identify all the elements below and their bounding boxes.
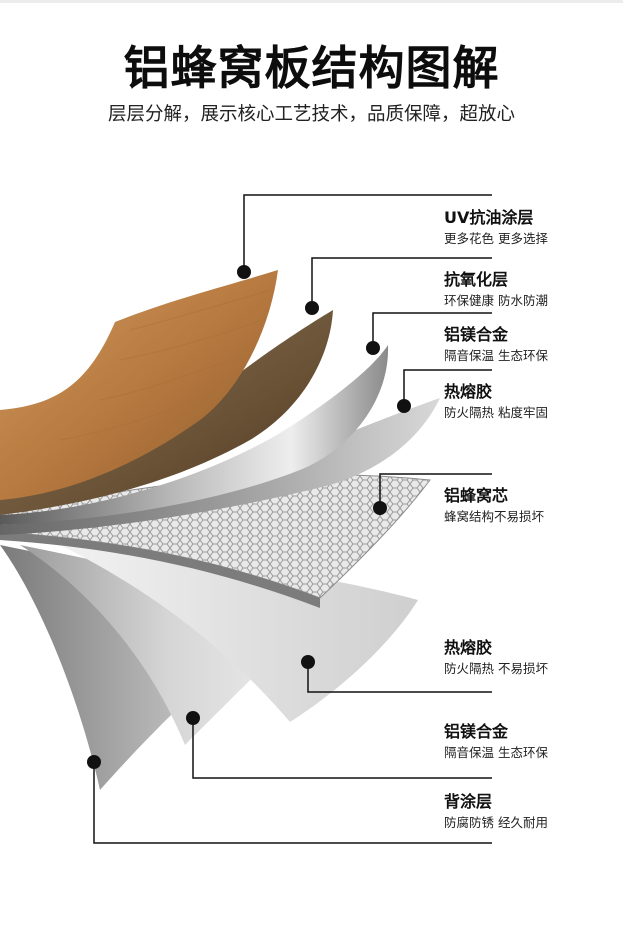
- lower-alloy-sheet: [20, 545, 320, 745]
- layer-desc: 防火隔热 不易损坏: [444, 661, 548, 676]
- label-uv-coating: UV抗油涂层 更多花色 更多选择: [444, 208, 548, 247]
- layer-name: UV抗油涂层: [444, 208, 534, 227]
- layer-name: 热熔胶: [444, 638, 493, 657]
- layer-desc: 防火隔热 粘度牢固: [444, 405, 548, 420]
- layer-name: 背涂层: [444, 792, 493, 811]
- layer-desc: 蜂窝结构不易损坏: [444, 509, 545, 524]
- layer-desc: 环保健康 防水防潮: [444, 293, 548, 308]
- layer-desc: 隔音保温 生态环保: [444, 348, 548, 363]
- callout-dot: [301, 655, 315, 669]
- label-hot-melt-bottom: 热熔胶 防火隔热 不易损坏: [444, 638, 548, 677]
- callout-dot: [186, 711, 200, 725]
- callout-dot: [237, 265, 251, 279]
- top-divider: [0, 0, 623, 3]
- layer-name: 铝镁合金: [444, 722, 509, 741]
- layer-desc: 隔音保温 生态环保: [444, 745, 548, 760]
- callout-dot: [366, 341, 380, 355]
- callout-dot: [373, 501, 387, 515]
- layer-desc: 防腐防锈 经久耐用: [444, 815, 548, 830]
- uv-wood-layer: [0, 270, 278, 500]
- layer-desc: 更多花色 更多选择: [444, 231, 548, 246]
- page-title: 铝蜂窝板结构图解: [123, 41, 500, 95]
- upper-alloy-sheet: [0, 345, 389, 525]
- callout-dot: [397, 399, 411, 413]
- layer-name: 热熔胶: [444, 382, 493, 401]
- layer-name: 铝镁合金: [444, 325, 509, 344]
- label-anti-oxidation: 抗氧化层 环保健康 防水防潮: [444, 270, 548, 309]
- label-honeycomb-core: 铝蜂窝芯 蜂窝结构不易损坏: [444, 486, 544, 525]
- callout-dot: [305, 301, 319, 315]
- upper-glue-sheet: [0, 398, 440, 535]
- label-alloy-top: 铝镁合金 隔音保温 生态环保: [444, 325, 548, 364]
- page-subtitle: 层层分解，展示核心工艺技术，品质保障，超放心: [107, 104, 515, 125]
- label-alloy-bottom: 铝镁合金 隔音保温 生态环保: [444, 722, 548, 761]
- callout-dot: [87, 755, 101, 769]
- layer-name: 铝蜂窝芯: [444, 486, 509, 505]
- label-hot-melt-top: 热熔胶 防火隔热 粘度牢固: [444, 382, 548, 421]
- label-back-coat: 背涂层 防腐防锈 经久耐用: [444, 792, 548, 831]
- layer-name: 抗氧化层: [444, 270, 509, 289]
